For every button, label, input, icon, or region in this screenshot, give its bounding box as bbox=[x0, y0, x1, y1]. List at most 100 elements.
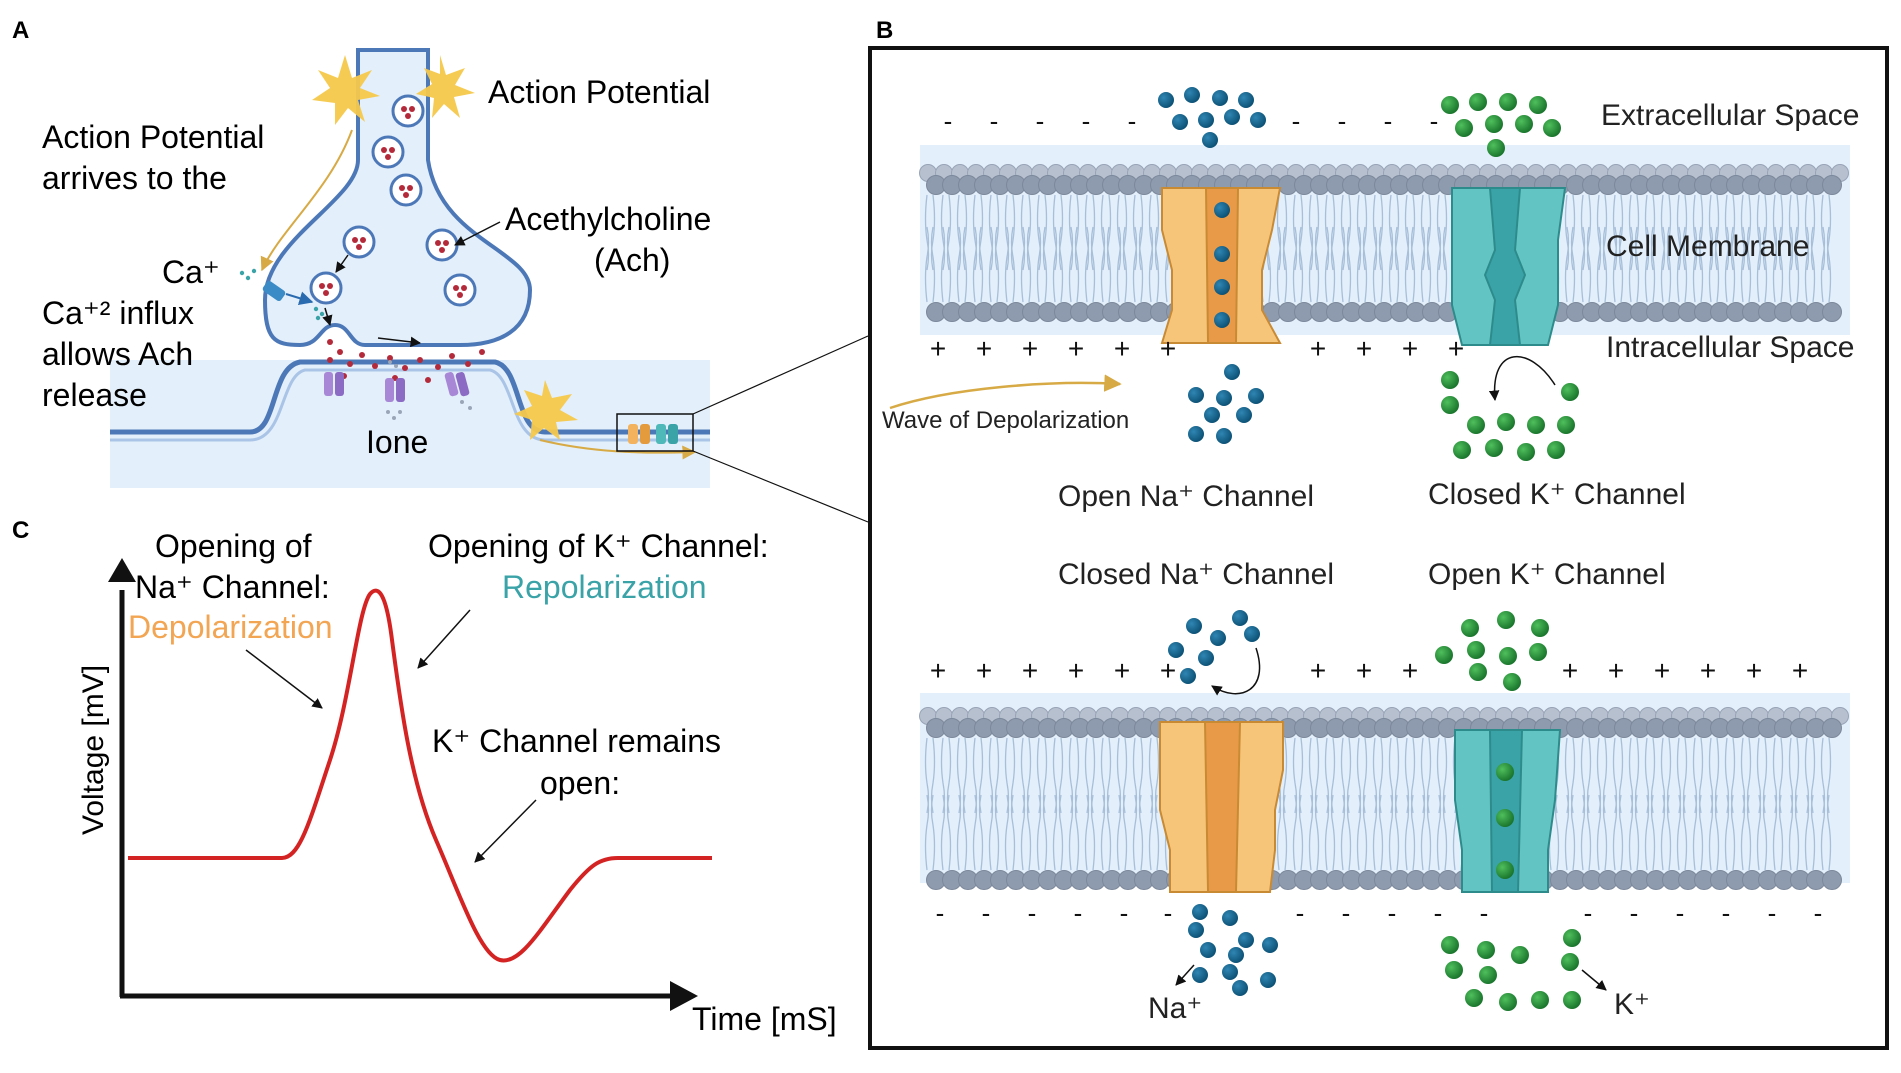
charge-symbol: - bbox=[1584, 898, 1593, 928]
depolarization-pointer bbox=[245, 649, 323, 709]
charge-symbol: - bbox=[936, 898, 945, 928]
charge-symbol: + bbox=[1402, 333, 1418, 364]
charge-symbol: - bbox=[1296, 898, 1305, 928]
charge-symbol: + bbox=[1562, 655, 1578, 686]
na-ions-bottom-extracellular bbox=[1168, 610, 1260, 684]
wave-of-depolarization-arrow bbox=[889, 374, 1122, 410]
charge-symbol: + bbox=[1310, 655, 1326, 686]
label-closed-na-channel: Closed Na⁺ Channel bbox=[1058, 558, 1334, 591]
action-potential-sparkle-right bbox=[514, 380, 578, 440]
panel-a-letter: A bbox=[12, 17, 29, 44]
label-ca-influx-line3: release bbox=[42, 377, 147, 413]
charge-symbol: - bbox=[1388, 898, 1397, 928]
label-repolarization: Repolarization bbox=[502, 569, 707, 605]
label-k-remains-line1: K⁺ Channel remains bbox=[432, 723, 721, 759]
label-k-ion: K⁺ bbox=[1614, 988, 1650, 1021]
charge-symbol: - bbox=[1630, 898, 1639, 928]
charge-symbol: + bbox=[1022, 333, 1038, 364]
zoom-box bbox=[616, 413, 694, 452]
label-ca-influx-line1: Ca⁺² influx bbox=[42, 295, 194, 331]
k-remains-open-pointer bbox=[474, 799, 537, 863]
top-intracellular-charges: ++++++++++ bbox=[930, 333, 1464, 364]
charge-symbol: + bbox=[1068, 655, 1084, 686]
label-arrives-line1: Action Potential bbox=[42, 119, 264, 155]
charge-symbol: + bbox=[930, 333, 946, 364]
panel-b: B bbox=[868, 17, 1889, 1050]
postsynaptic-membrane bbox=[110, 359, 710, 435]
panel-c: C Opening of Na⁺ Channel: Depolarization… bbox=[12, 517, 837, 1037]
charge-symbol: + bbox=[1356, 333, 1372, 364]
charge-symbol: - bbox=[1128, 106, 1137, 136]
charge-symbol: - bbox=[1768, 898, 1777, 928]
label-opening-of-k: Opening of K⁺ Channel: bbox=[428, 528, 769, 564]
postsynaptic-membrane-inner bbox=[110, 368, 710, 442]
x-axis-label: Time [mS] bbox=[692, 1001, 837, 1037]
charge-symbol: + bbox=[1792, 655, 1808, 686]
charge-symbol: + bbox=[1608, 655, 1624, 686]
postsynaptic-background bbox=[110, 360, 710, 488]
na-ions-bottom-intracellular bbox=[1188, 904, 1278, 996]
charge-symbol: - bbox=[1082, 106, 1091, 136]
open-na-channel bbox=[1160, 187, 1282, 344]
panel-b-letter: B bbox=[876, 17, 893, 44]
k-arrow-out bbox=[1581, 969, 1607, 991]
k-curved-arrow-top bbox=[1488, 356, 1556, 402]
charge-symbol: - bbox=[982, 898, 991, 928]
calcium-ions bbox=[239, 268, 325, 321]
calcium-influx-arrow bbox=[285, 291, 314, 305]
label-acetylcholine-line2: (Ach) bbox=[594, 242, 670, 278]
charge-symbol: - bbox=[1292, 106, 1301, 136]
label-depolarization: Depolarization bbox=[128, 609, 333, 645]
label-arrives-line2: arrives to the bbox=[42, 160, 227, 196]
label-wave-of-depolarization: Wave of Depolarization bbox=[882, 407, 1129, 434]
label-ca: Ca⁺ bbox=[162, 254, 220, 290]
zoom-connector-bottom bbox=[692, 450, 869, 523]
charge-symbol: - bbox=[1430, 106, 1439, 136]
k-ions-top-intracellular bbox=[1441, 371, 1579, 461]
charge-symbol: + bbox=[1160, 333, 1176, 364]
charge-symbol: - bbox=[1028, 898, 1037, 928]
na-ions-top-extracellular bbox=[1158, 87, 1266, 148]
label-extracellular-space: Extracellular Space bbox=[1601, 99, 1859, 132]
charge-symbol: + bbox=[1310, 333, 1326, 364]
ion-dots bbox=[386, 360, 472, 420]
panel-a: A bbox=[12, 17, 711, 488]
vesicle-arrow-3 bbox=[377, 336, 422, 348]
label-acetylcholine-line1: Acethylcholine bbox=[505, 201, 711, 237]
charge-symbol: + bbox=[1448, 333, 1464, 364]
na-arrow-out bbox=[1175, 964, 1195, 986]
panel-c-letter: C bbox=[12, 517, 29, 544]
vesicles bbox=[309, 94, 477, 307]
postsynaptic-receptors bbox=[324, 372, 470, 402]
charge-symbol: - bbox=[1074, 898, 1083, 928]
open-k-channel bbox=[1454, 729, 1562, 893]
label-opening-of-na-line2: Na⁺ Channel: bbox=[135, 569, 330, 605]
charge-symbol: + bbox=[1114, 333, 1130, 364]
calcium-channel bbox=[262, 280, 286, 302]
charge-symbol: - bbox=[1480, 898, 1489, 928]
charge-symbol: - bbox=[1338, 106, 1347, 136]
charge-symbol: + bbox=[1654, 655, 1670, 686]
charge-symbol: - bbox=[1722, 898, 1731, 928]
label-na-ion: Na⁺ bbox=[1148, 992, 1202, 1025]
charge-symbol: + bbox=[1700, 655, 1716, 686]
action-potential-arrow bbox=[260, 129, 353, 272]
charge-symbol: - bbox=[1164, 898, 1173, 928]
charge-symbol: + bbox=[976, 333, 992, 364]
label-open-k-channel: Open K⁺ Channel bbox=[1428, 558, 1666, 591]
closed-na-channel bbox=[1159, 721, 1284, 893]
action-potential-sparkle-top bbox=[312, 55, 380, 125]
repolarization-pointer bbox=[417, 609, 471, 669]
charge-symbol: - bbox=[1814, 898, 1823, 928]
vesicle-arrow-2 bbox=[322, 307, 333, 327]
label-k-remains-line2: open: bbox=[540, 765, 620, 801]
charge-symbol: - bbox=[1120, 898, 1129, 928]
charge-symbol: + bbox=[1356, 655, 1372, 686]
charge-symbol: - bbox=[944, 106, 953, 136]
top-extracellular-charges: --------- bbox=[944, 106, 1439, 136]
charge-symbol: + bbox=[1746, 655, 1762, 686]
bottom-membrane-heads bbox=[919, 707, 1849, 890]
charge-symbol: + bbox=[1402, 655, 1418, 686]
action-potential-trace bbox=[128, 588, 712, 963]
